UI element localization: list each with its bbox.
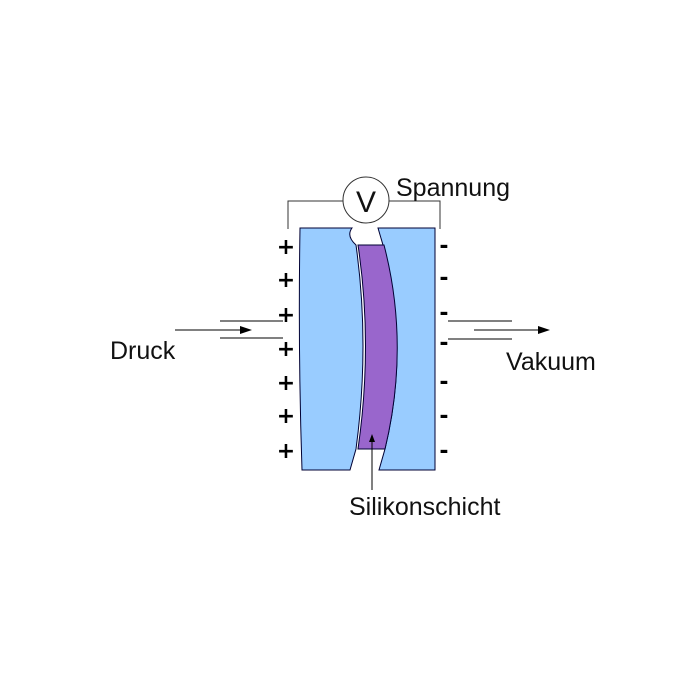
voltmeter-symbol: V bbox=[356, 186, 376, 219]
minus-sign: - bbox=[439, 266, 448, 291]
layer-pointer-arrow bbox=[369, 434, 375, 490]
plus-sign: + bbox=[277, 268, 295, 293]
plus-sign: + bbox=[277, 404, 295, 429]
minus-sign: - bbox=[439, 234, 448, 259]
circuit-wire bbox=[287, 200, 441, 229]
silicone-layer bbox=[357, 244, 398, 450]
minus-sign: - bbox=[439, 331, 448, 356]
label-silicone-layer: Silikonschicht bbox=[349, 493, 501, 521]
minus-sign: - bbox=[439, 301, 448, 326]
plus-sign: + bbox=[277, 303, 295, 328]
label-voltage: Spannung bbox=[396, 174, 510, 202]
voltmeter: V bbox=[342, 176, 390, 224]
positive-charges: + + + + + + + bbox=[277, 235, 295, 464]
label-vacuum: Vakuum bbox=[506, 348, 596, 376]
plus-sign: + bbox=[277, 371, 295, 396]
minus-sign: - bbox=[439, 370, 448, 395]
label-pressure: Druck bbox=[110, 337, 176, 365]
plus-sign: + bbox=[277, 337, 295, 362]
negative-charges: - - - - - - - bbox=[439, 234, 448, 464]
minus-sign: - bbox=[439, 404, 448, 429]
plus-sign: + bbox=[277, 439, 295, 464]
plus-sign: + bbox=[277, 235, 295, 260]
left-electrode bbox=[298, 227, 364, 471]
pressure-arrow bbox=[175, 320, 283, 339]
vacuum-arrow bbox=[448, 320, 550, 340]
minus-sign: - bbox=[439, 439, 448, 464]
